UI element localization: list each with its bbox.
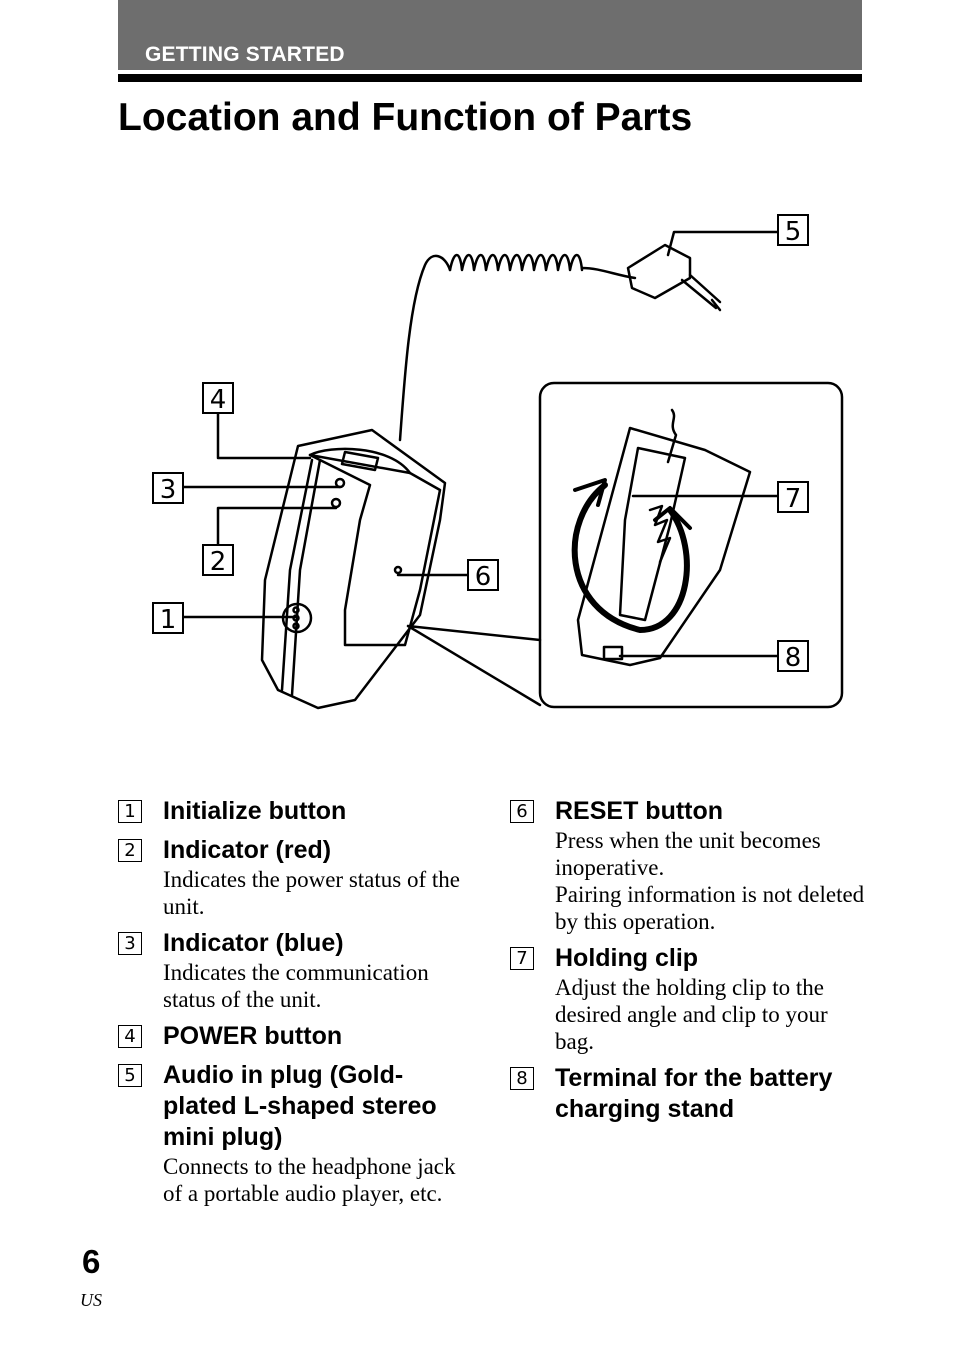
list-item: 8 Terminal for the battery charging stan… — [510, 1063, 865, 1125]
item-number: 3 — [118, 932, 142, 955]
list-item: 7 Holding clip Adjust the holding clip t… — [510, 943, 865, 1055]
callout-7: 7 — [785, 484, 802, 514]
item-title: RESET button — [555, 797, 724, 825]
parts-list-right: 6 RESET button Press when the unit becom… — [510, 796, 865, 1125]
leader-5 — [666, 230, 780, 257]
list-item: 1 Initialize button — [118, 796, 468, 827]
power-button — [340, 450, 380, 472]
callout-2: 2 — [210, 547, 227, 577]
indicator-blue — [330, 497, 342, 509]
reset-hole — [393, 565, 403, 575]
unit-top — [308, 447, 412, 475]
item-description: Press when the unit becomes inoperative. — [555, 828, 821, 880]
item-title: Audio in plug (Gold-plated L-shaped ster… — [163, 1061, 437, 1151]
item-number: 5 — [118, 1064, 142, 1087]
item-number: 8 — [510, 1067, 534, 1090]
item-title: POWER button — [163, 1022, 343, 1050]
plug-body — [626, 243, 692, 300]
callout-5: 5 — [785, 217, 802, 247]
cord-coil — [448, 253, 584, 272]
item-description: Pairing information is not deleted by th… — [555, 882, 865, 934]
list-item: 5 Audio in plug (Gold-plated L-shaped st… — [118, 1060, 468, 1207]
parts-illustration: 5 4 3 2 1 6 7 8 — [152, 214, 844, 710]
callout-1: 1 — [160, 605, 177, 635]
item-description: Connects to the headphone jack of a port… — [163, 1154, 456, 1206]
item-description: Adjust the holding clip to the desired a… — [555, 975, 828, 1054]
item-title: Indicator (red) — [163, 836, 332, 864]
page-region-code: US — [80, 1290, 102, 1310]
item-title: Holding clip — [555, 944, 699, 972]
list-item: 2 Indicator (red) Indicates the power st… — [118, 835, 468, 920]
holding-clip — [618, 446, 687, 622]
rotation-arrow — [571, 482, 690, 633]
list-item: 3 Indicator (blue) Indicates the communi… — [118, 928, 468, 1013]
leader-2 — [216, 506, 338, 547]
clip-teeth — [648, 504, 672, 564]
callout-6: 6 — [475, 562, 492, 592]
item-number: 6 — [510, 800, 534, 823]
list-item: 6 RESET button Press when the unit becom… — [510, 796, 865, 935]
item-number: 7 — [510, 947, 534, 970]
rotation-arrowhead-2 — [653, 506, 692, 530]
item-number: 2 — [118, 839, 142, 862]
cord — [398, 254, 452, 442]
section-header-bar: GETTING STARTED — [118, 0, 862, 70]
section-header-label: GETTING STARTED — [145, 43, 345, 66]
list-item: 4 POWER button — [118, 1021, 468, 1052]
callout-3: 3 — [160, 475, 177, 505]
section-divider — [118, 74, 862, 82]
item-title: Indicator (blue) — [163, 929, 344, 957]
item-title: Initialize button — [163, 797, 347, 825]
item-title: Terminal for the battery charging stand — [555, 1064, 833, 1123]
parts-list-left: 1 Initialize button 2 Indicator (red) In… — [118, 796, 468, 1207]
inset-pointer — [406, 624, 542, 707]
page-number: 6 — [82, 1243, 101, 1280]
charging-terminal — [602, 645, 624, 661]
rotation-arrowhead-1 — [573, 478, 607, 507]
plug-pin — [680, 273, 722, 312]
item-number: 4 — [118, 1025, 142, 1048]
unit-front — [308, 453, 442, 647]
page-title: Location and Function of Parts — [118, 96, 693, 139]
inset-cord — [666, 408, 678, 464]
item-description: Indicates the power status of the unit. — [163, 867, 460, 919]
callout-4: 4 — [210, 385, 227, 415]
inset-frame — [538, 381, 844, 709]
unit-back — [260, 428, 447, 710]
item-number: 1 — [118, 800, 142, 823]
item-description: Indicates the communication status of th… — [163, 960, 429, 1012]
unit-side-groove — [280, 458, 322, 697]
inset-unit — [576, 426, 752, 667]
callout-8: 8 — [785, 643, 802, 673]
leader-4 — [216, 412, 312, 460]
